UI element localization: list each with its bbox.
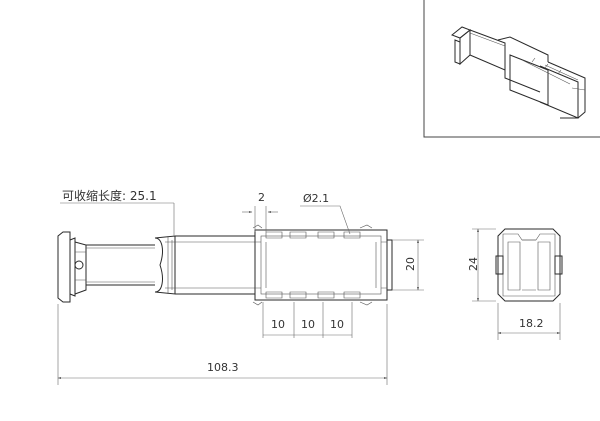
hole-diameter-label: Ø2.1 [303, 192, 329, 205]
total-length-label: 108.3 [207, 361, 239, 374]
side-dimensions: 24 18.2 [467, 228, 561, 340]
body-height-label: 20 [404, 257, 417, 271]
front-view [57, 224, 393, 306]
section-width-label: 18.2 [519, 317, 544, 330]
pitch-3-label: 10 [330, 318, 344, 331]
pitch-1-label: 10 [271, 318, 285, 331]
slot-width-label: 2 [258, 191, 265, 204]
isometric-view-frame [423, 0, 600, 138]
isometric-view [451, 26, 586, 119]
section-height-label: 24 [467, 257, 480, 271]
stretch-length-label: 可收缩长度: 25.1 [62, 188, 157, 203]
side-view [495, 228, 563, 302]
front-dimensions: 可收缩长度: 25.1 2 Ø2.1 20 10 10 10 108.3 [57, 188, 424, 385]
pitch-2-label: 10 [301, 318, 315, 331]
